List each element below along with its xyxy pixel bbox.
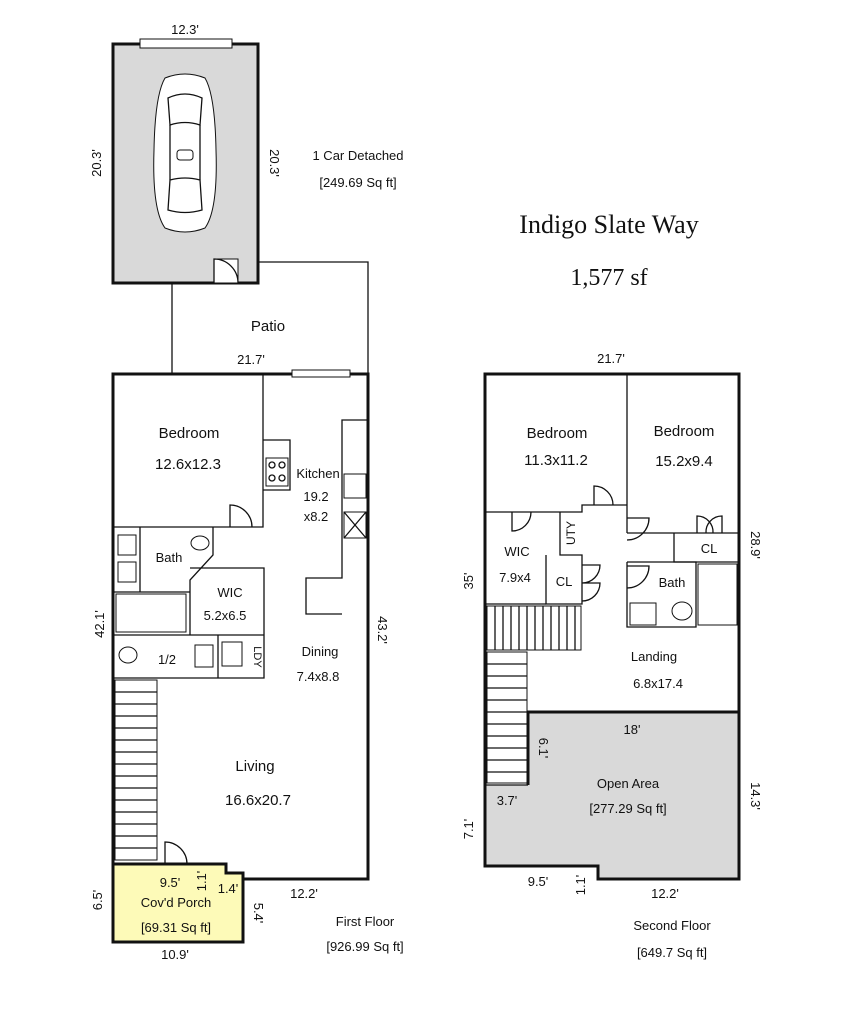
half-bath-sink (194, 644, 214, 668)
second-floor (483, 372, 741, 881)
first-floor (111, 369, 370, 944)
sf-dim-bottom-right: 12.2' (651, 886, 679, 901)
garage-dim-left: 20.3' (89, 149, 104, 177)
ff-dim-porch-bottom: 10.9' (161, 947, 189, 962)
patio-outline (171, 261, 369, 374)
sf-dim-bottom-left: 9.5' (528, 874, 549, 889)
vanity-sink-1 (117, 534, 137, 556)
garage-area: [249.69 Sq ft] (319, 175, 396, 190)
sf-dim-stair-h: 3.7' (497, 793, 518, 808)
ff-dim-right: 43.2' (375, 616, 390, 644)
ff-dining-size: 7.4x8.8 (297, 669, 340, 684)
ff-dim-bottom: 12.2' (290, 886, 318, 901)
sf-cl2-name: CL (701, 541, 718, 556)
sf-shower (697, 563, 738, 626)
sf-dim-bottom-step: 1.1' (573, 875, 588, 896)
second-floor-exterior (483, 372, 741, 881)
sf-bath-name: Bath (659, 575, 686, 590)
ff-dim-porch-left: 6.5' (90, 890, 105, 911)
sf-stairs-upper (486, 605, 582, 651)
ff-ldy-name: LDY (251, 646, 263, 668)
ff-dining-name: Dining (302, 644, 339, 659)
sf-bedroom1-name: Bedroom (527, 425, 588, 442)
total-area: 1,577 sf (570, 265, 647, 291)
first-floor-exterior (111, 372, 370, 881)
sf-wic-name: WIC (504, 544, 529, 559)
ff-living-size: 16.6x20.7 (225, 792, 291, 809)
ff-bedroom-name: Bedroom (159, 425, 220, 442)
sf-bedroom2-size: 15.2x9.4 (655, 453, 713, 470)
ff-dim-porch-step-h: 1.4' (218, 881, 239, 896)
sf-dim-stair-v: 6.1' (536, 738, 551, 759)
ff-kitchen-size-a: 19.2 (303, 489, 328, 504)
garage (111, 38, 260, 285)
sf-bedroom1-size: 11.3x11.2 (524, 452, 588, 469)
garage-window (139, 38, 233, 49)
sf-cl1-name: CL (556, 574, 573, 589)
sf-bath-sink (629, 602, 657, 626)
sf-dim-open-right: 14.3' (748, 782, 763, 810)
sf-dim-left: 35' (461, 573, 476, 590)
sf-landing-name: Landing (631, 649, 677, 664)
ff-porch-name: Cov'd Porch (141, 895, 211, 910)
sf-floor-name: Second Floor (633, 918, 711, 933)
sf-bedroom2-name: Bedroom (654, 423, 715, 440)
ff-wic-name: WIC (217, 585, 242, 600)
ff-dim-left: 42.1' (92, 610, 107, 638)
kitchen-sink-icon (343, 473, 367, 499)
open-area-fill (485, 712, 739, 879)
sf-dim-top: 21.7' (597, 351, 625, 366)
vanity-sink-2 (117, 561, 137, 583)
patio-slider (291, 369, 351, 378)
garage-door (213, 258, 239, 284)
ff-dim-porch-top: 9.5' (160, 875, 181, 890)
sf-bath-toilet (671, 601, 693, 621)
ff-dim-top: 21.7' (237, 352, 265, 367)
garage-dim-right: 20.3' (267, 149, 282, 177)
ff-porch-area: [69.31 Sq ft] (141, 920, 211, 935)
sf-open-area-name: Open Area (597, 776, 660, 791)
ff-floor-area: [926.99 Sq ft] (326, 939, 403, 954)
sf-landing-size: 6.8x17.4 (633, 676, 683, 691)
ff-kitchen-name: Kitchen (296, 466, 339, 481)
ff-half-bath-name: 1/2 (158, 652, 176, 667)
sf-dim-left-low: 7.1' (461, 819, 476, 840)
laundry-icon (221, 641, 243, 667)
stove-icon (265, 457, 289, 487)
sf-dim-right: 28.9' (748, 531, 763, 559)
toilet-icon (190, 535, 210, 551)
sf-open-area-area: [277.29 Sq ft] (589, 801, 666, 816)
patio-label: Patio (251, 318, 285, 335)
ff-living-name: Living (235, 758, 274, 775)
ff-dim-porch-right: 5.4' (251, 903, 266, 924)
ff-wic-size: 5.2x6.5 (204, 608, 247, 623)
ff-floor-name: First Floor (336, 914, 395, 929)
sf-wic-size: 7.9x4 (499, 570, 531, 585)
ff-kitchen-size-b: x8.2 (304, 509, 329, 524)
garage-dim-top: 12.3' (171, 22, 199, 37)
car-icon (153, 73, 217, 233)
sf-stairs-lower (486, 651, 528, 784)
first-floor-stairs (114, 679, 158, 861)
shower-tub (115, 593, 187, 633)
page-title: Indigo Slate Way (519, 210, 698, 239)
ff-dim-porch-step-v: 1.1' (194, 871, 209, 892)
sf-uty-name: UTY (564, 521, 578, 545)
sf-floor-area: [649.7 Sq ft] (637, 945, 707, 960)
ff-bedroom-size: 12.6x12.3 (155, 456, 221, 473)
sf-dim-open-top: 18' (624, 722, 641, 737)
half-bath-toilet (118, 646, 138, 664)
ff-bath-name: Bath (156, 550, 183, 565)
garage-name: 1 Car Detached (312, 148, 403, 163)
